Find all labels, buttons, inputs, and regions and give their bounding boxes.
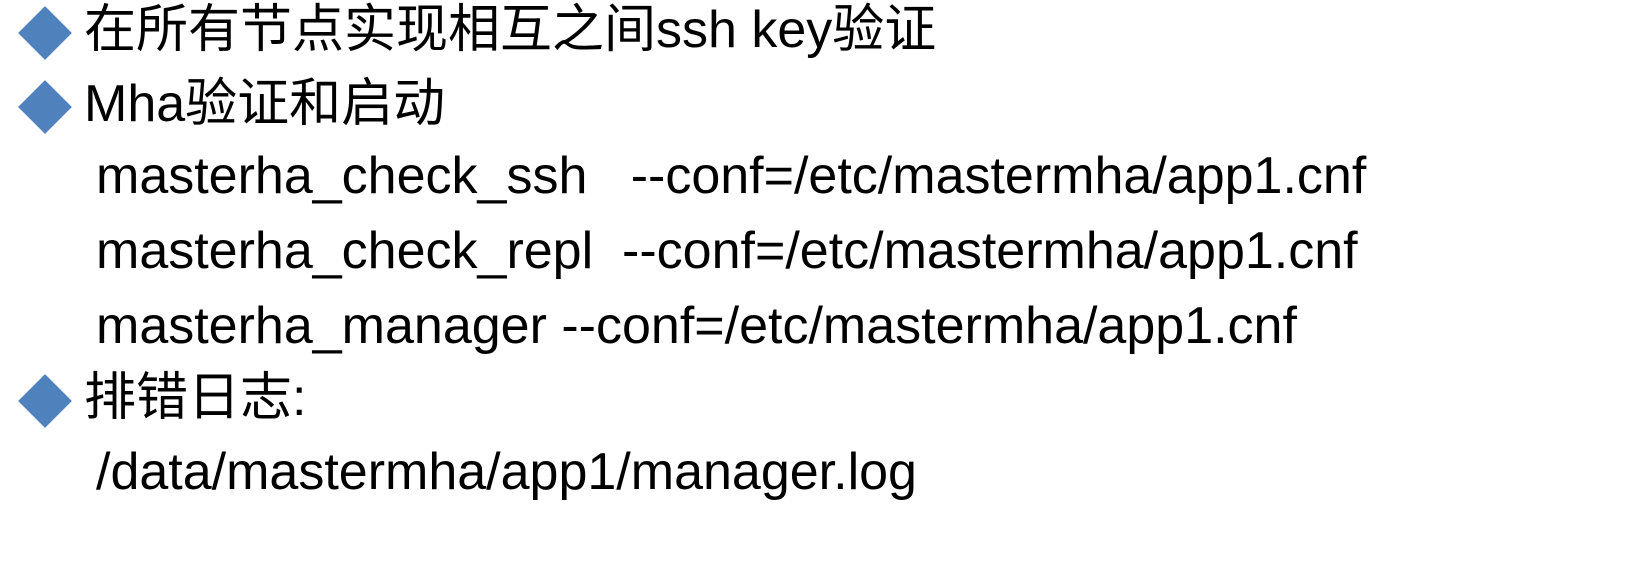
command-line-check-repl: masterha_check_repl --conf=/etc/mastermh… bbox=[0, 225, 1652, 277]
bullet-text-mha-verify-start: Mha验证和启动 bbox=[84, 75, 446, 133]
diamond-bullet-icon bbox=[18, 6, 72, 60]
bullet-line-ssh-key-auth: 在所有节点实现相互之间ssh key验证 bbox=[0, 1, 1652, 60]
bullet-line-mha-verify-start: Mha验证和启动 bbox=[0, 75, 1652, 134]
log-path-text: /data/mastermha/app1/manager.log bbox=[96, 443, 917, 501]
command-text-check-ssh: masterha_check_ssh --conf=/etc/mastermha… bbox=[96, 147, 1367, 205]
log-path-line: /data/mastermha/app1/manager.log bbox=[0, 446, 1652, 498]
diamond-bullet-icon bbox=[18, 374, 72, 428]
diamond-bullet-icon bbox=[18, 80, 72, 134]
bullet-text-ssh-key-auth: 在所有节点实现相互之间ssh key验证 bbox=[84, 1, 937, 59]
command-text-check-repl: masterha_check_repl --conf=/etc/mastermh… bbox=[96, 222, 1358, 280]
command-line-manager: masterha_manager --conf=/etc/mastermha/a… bbox=[0, 300, 1652, 352]
slide-content-body: 在所有节点实现相互之间ssh key验证 Mha验证和启动 masterha_c… bbox=[0, 4, 1652, 576]
bullet-line-troubleshoot-log: 排错日志: bbox=[0, 369, 1652, 428]
command-line-check-ssh: masterha_check_ssh --conf=/etc/mastermha… bbox=[0, 150, 1652, 202]
bullet-text-troubleshoot-log: 排错日志: bbox=[84, 369, 307, 427]
command-text-manager: masterha_manager --conf=/etc/mastermha/a… bbox=[96, 297, 1297, 355]
